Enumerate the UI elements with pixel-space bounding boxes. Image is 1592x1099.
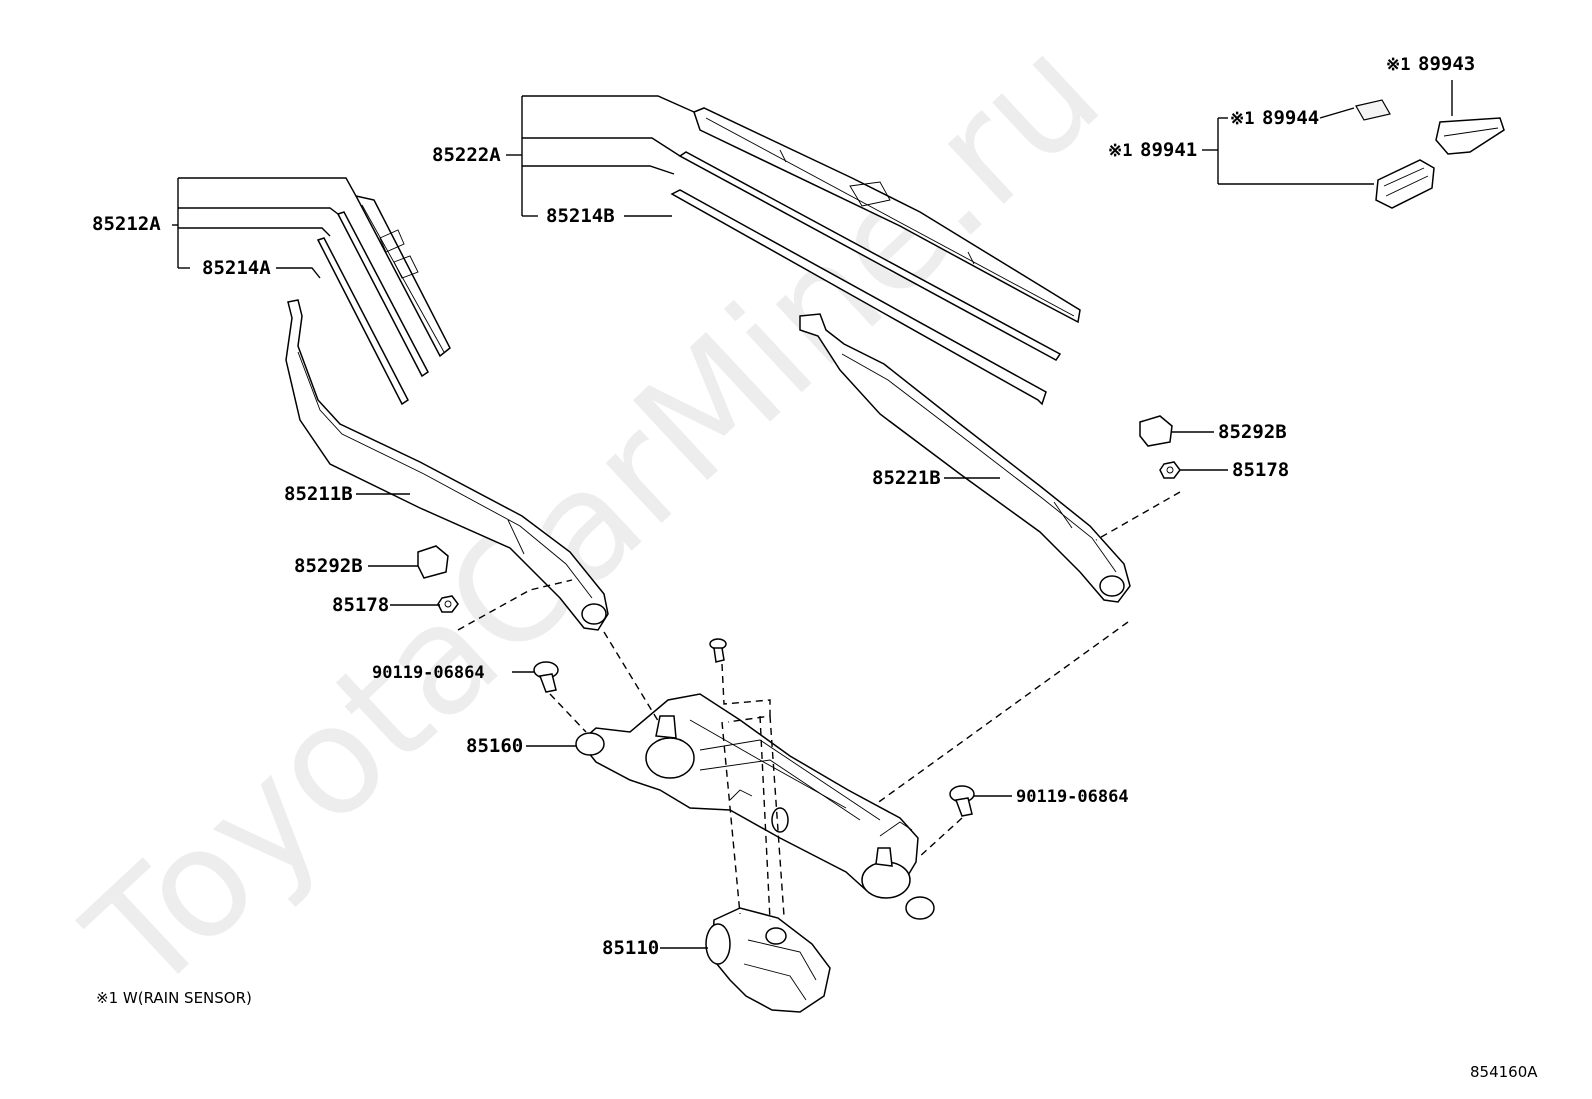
callout-85292B-right[interactable]: 85292B [1218, 421, 1287, 443]
left-wiper-arm-85211B[interactable] [285, 299, 609, 631]
callout-85211B[interactable]: 85211B [284, 483, 353, 505]
footnote-mark: ※1 [1108, 141, 1132, 161]
callout-85212A[interactable]: 85212A [92, 213, 161, 235]
footnote-mark: ※1 [1230, 109, 1254, 129]
rain-sensor-89941[interactable] [1375, 159, 1435, 209]
callout-85160[interactable]: 85160 [466, 735, 523, 757]
wiper-link-85160[interactable] [575, 693, 935, 920]
nut-85178-left[interactable] [437, 595, 459, 613]
right-wiper-arm-85221B[interactable] [799, 313, 1131, 603]
wiper-motor-85110[interactable] [705, 907, 831, 1013]
left-blade-rubber-85214A[interactable] [316, 237, 409, 406]
assembly-lines [457, 491, 1181, 921]
drawing-id: 854160A [1470, 1063, 1538, 1081]
rain-sensor-cover-89943[interactable] [1435, 117, 1505, 155]
left-blade-strip[interactable] [336, 211, 429, 378]
watermark: ToyotaCarMine.ru [55, 5, 1133, 1027]
rain-sensor-pad-89944[interactable] [1355, 99, 1391, 121]
callout-85110[interactable]: 85110 [602, 937, 659, 959]
footnote: ※1 W(RAIN SENSOR) [96, 989, 252, 1007]
leader-lines [172, 80, 1453, 949]
bolt-90119-06864-left[interactable] [533, 661, 559, 693]
callout-89944[interactable]: 89944 [1262, 107, 1319, 129]
right-wiper-blade-85222A[interactable] [693, 107, 1081, 324]
callout-85292B-left[interactable]: 85292B [294, 555, 363, 577]
callout-85221B[interactable]: 85221B [872, 467, 941, 489]
right-blade-rubber-85214B[interactable] [670, 189, 1047, 406]
left-wiper-blade-85212A[interactable] [354, 194, 451, 358]
bolt-90119-06864-right[interactable] [949, 785, 975, 817]
callout-85178-right[interactable]: 85178 [1232, 459, 1289, 481]
callout-85214A[interactable]: 85214A [202, 257, 271, 279]
callout-90119-06864-left[interactable]: 90119-06864 [372, 663, 485, 683]
cap-85292B-right[interactable] [1139, 415, 1173, 447]
callout-85214B[interactable]: 85214B [546, 205, 615, 227]
callout-89943[interactable]: 89943 [1418, 53, 1475, 75]
right-blade-strip[interactable] [678, 151, 1062, 361]
footnote-mark: ※1 [1386, 55, 1410, 75]
nut-85178-right[interactable] [1159, 461, 1181, 479]
callout-85222A[interactable]: 85222A [432, 144, 501, 166]
callout-90119-06864-right[interactable]: 90119-06864 [1016, 787, 1129, 807]
bolt-small[interactable] [709, 638, 727, 663]
callout-89941[interactable]: 89941 [1140, 139, 1197, 161]
callout-85178-left[interactable]: 85178 [332, 594, 389, 616]
